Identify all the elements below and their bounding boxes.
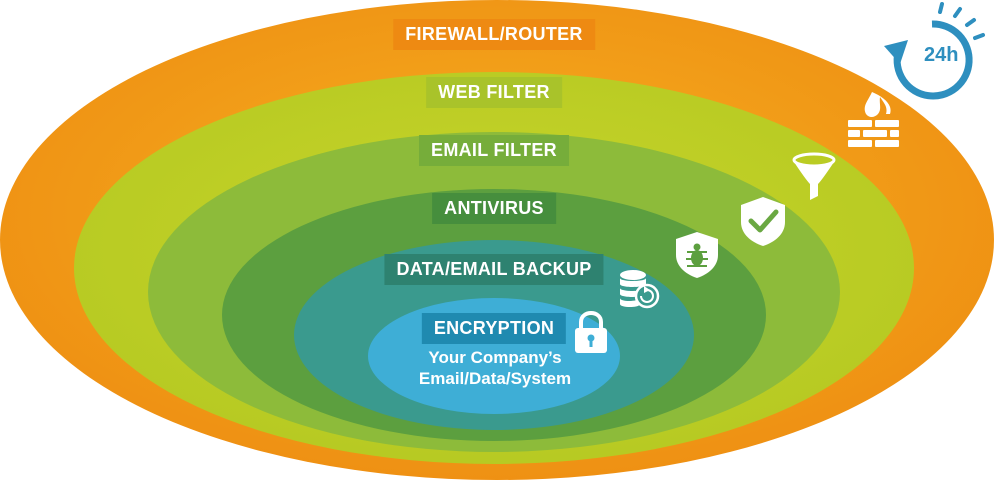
core-line-1: Your Company’s [428,348,562,367]
database-restore-icon [620,270,660,309]
funnel-icon [792,152,836,200]
shield-bug-icon [676,232,718,278]
data-email-backup-label: DATA/EMAIL BACKUP [384,254,604,285]
24h-label: 24h [924,44,959,66]
core-line-2: Email/Data/System [418,369,572,388]
24h-cycle-icon [884,2,985,100]
firewall-router-label: FIREWALL/ROUTER [393,19,595,50]
core-description: Your Company’s Email/Data/System [419,347,571,389]
shield-check-icon [741,197,785,246]
email-filter-label: EMAIL FILTER [419,135,569,166]
encryption-label: ENCRYPTION [421,313,567,344]
padlock-icon [575,311,607,353]
firewall-icon [848,92,899,147]
web-filter-label: WEB FILTER [426,77,562,108]
antivirus-label: ANTIVIRUS [432,193,556,224]
